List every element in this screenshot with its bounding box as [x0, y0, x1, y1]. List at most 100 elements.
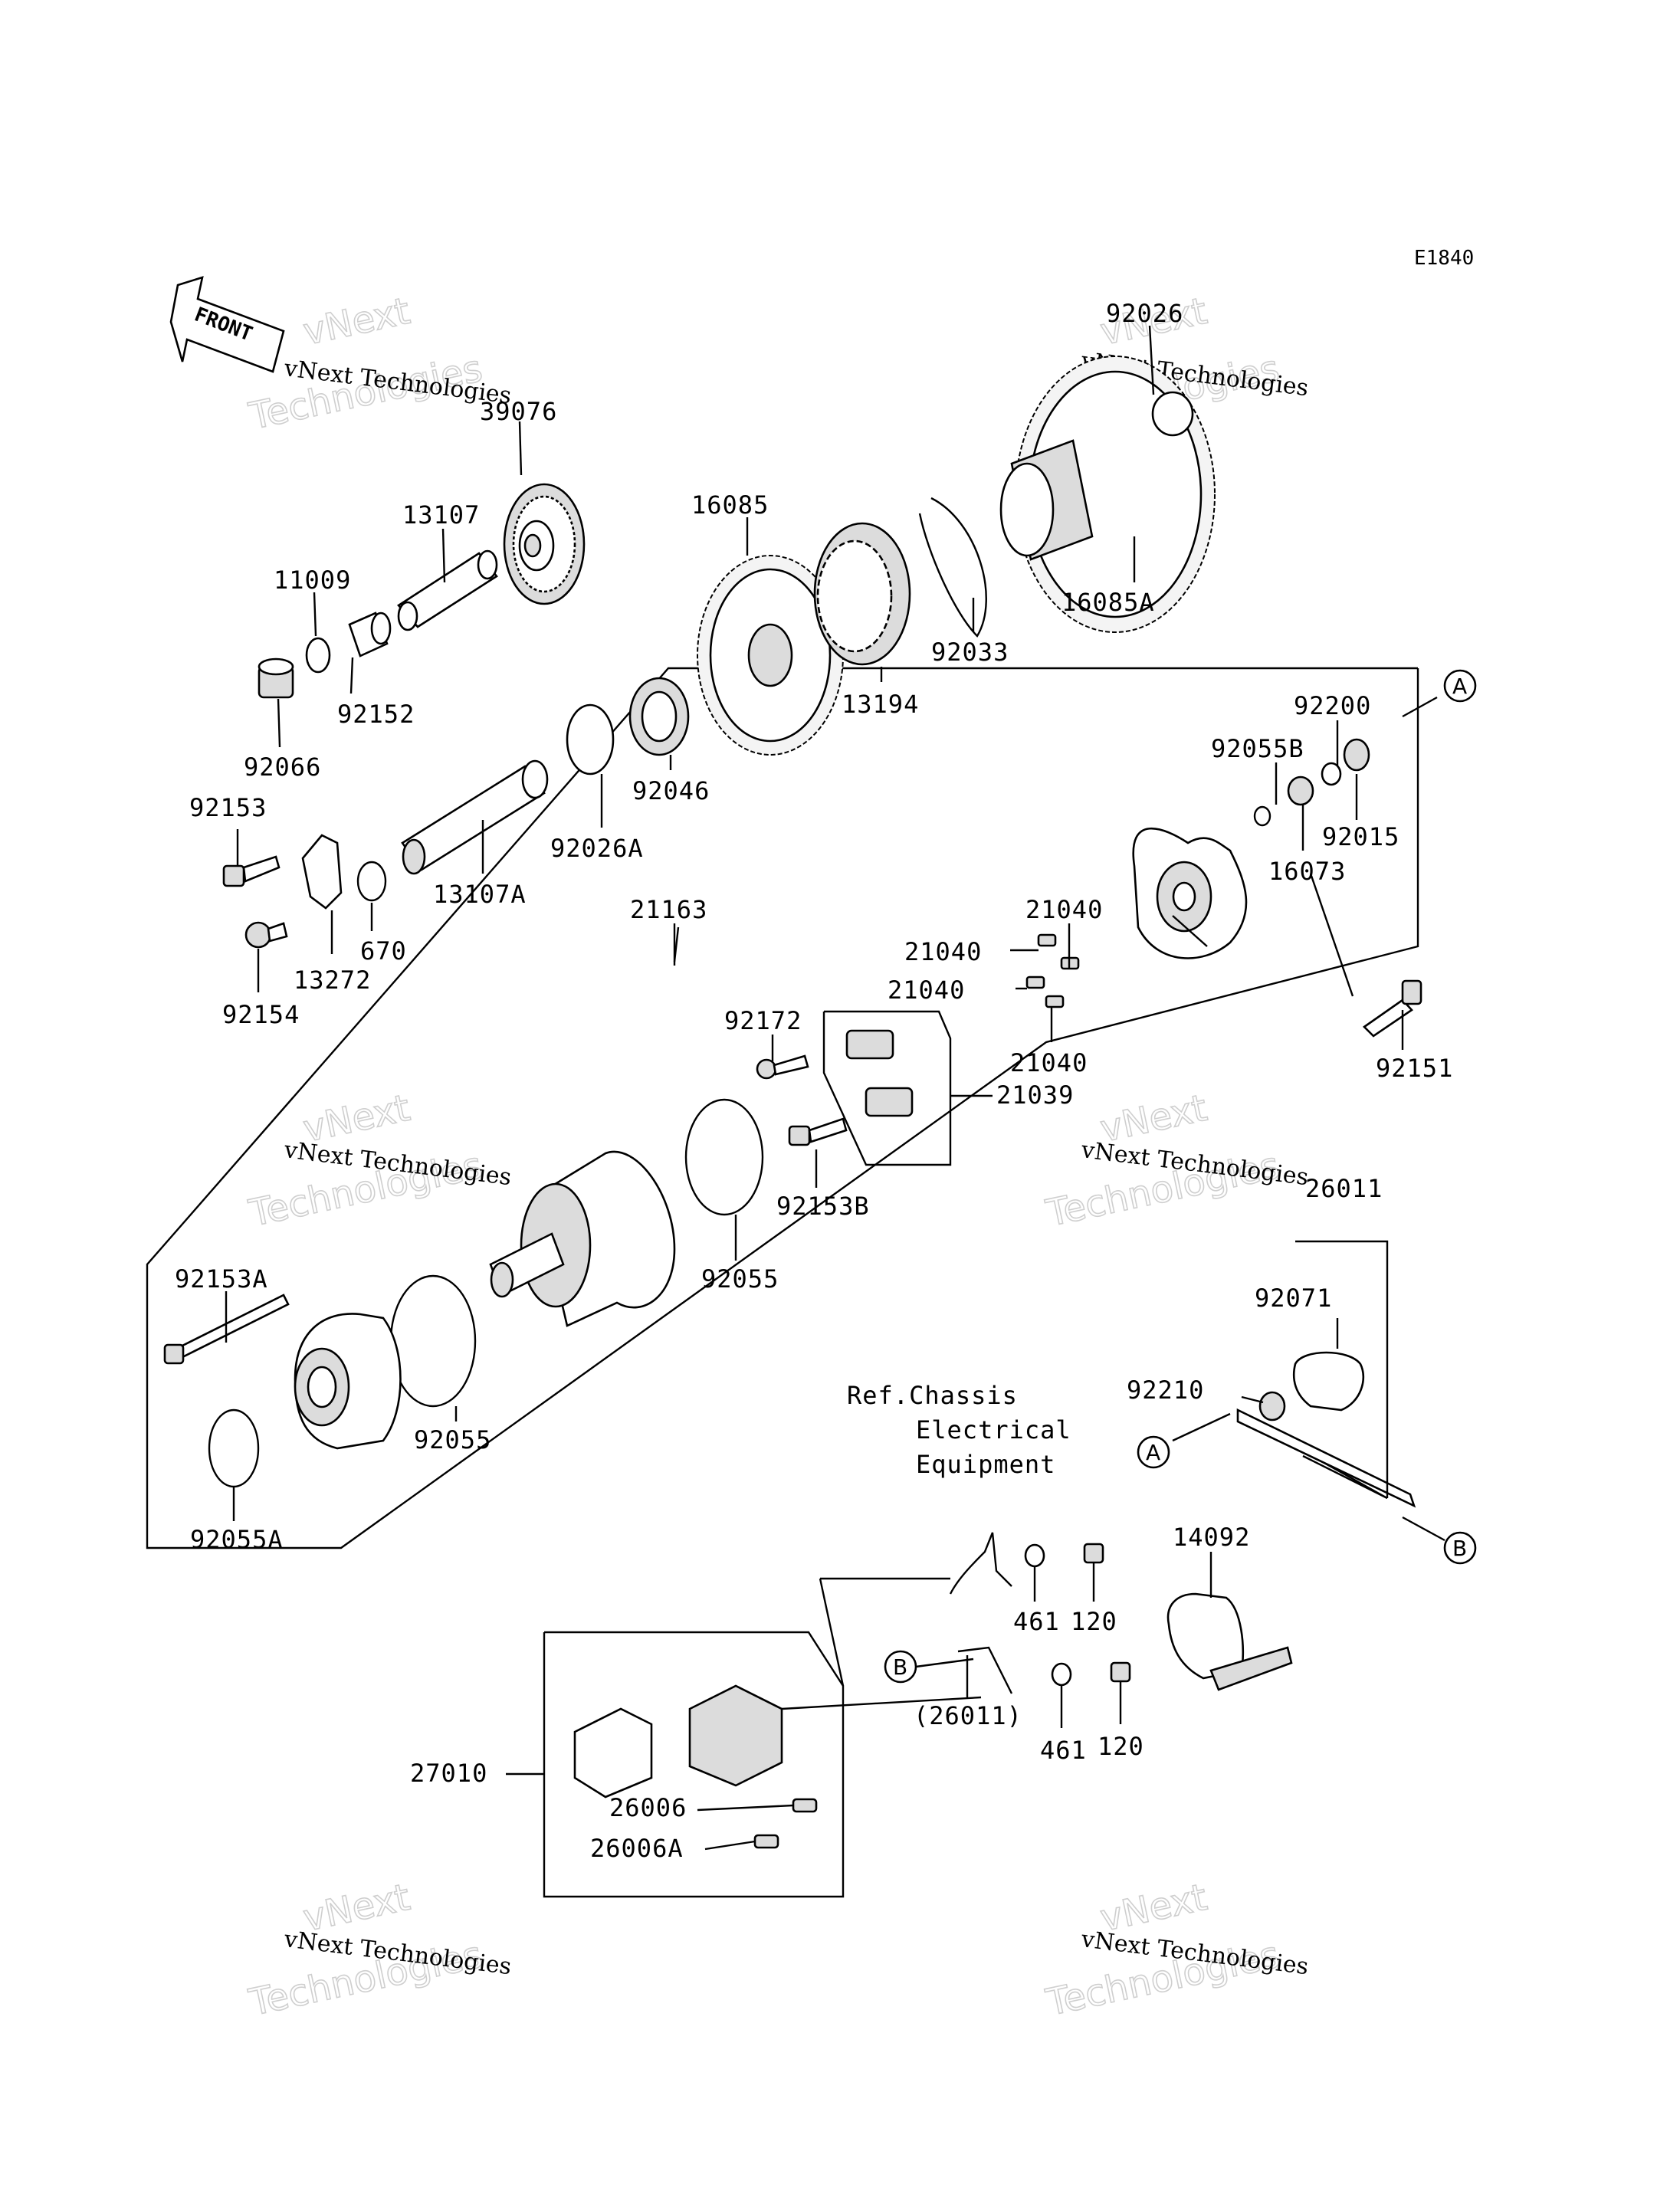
part-lead-lower — [957, 1646, 1013, 1694]
part-16085-gear — [697, 555, 844, 756]
part-92210-nut — [1258, 1391, 1286, 1421]
part-92026A-washer — [566, 703, 615, 776]
part-starter-end-cover — [1132, 827, 1248, 959]
label-120-lower: 120 — [1098, 1732, 1144, 1761]
diagram-code: E1840 — [1414, 247, 1474, 270]
part-670-oring — [356, 861, 387, 902]
part-16073-nut — [1287, 776, 1314, 806]
label-92046: 92046 — [632, 776, 710, 805]
label-92200: 92200 — [1294, 691, 1371, 720]
part-27010-outline — [543, 1631, 845, 1898]
part-92015-nut — [1343, 738, 1370, 772]
label-92055-lower: 92055 — [414, 1425, 491, 1454]
part-27010-relay — [573, 1684, 982, 1799]
part-21039-brush — [845, 1029, 914, 1117]
part-461-washer-lower — [1051, 1662, 1072, 1687]
part-92153B-bolt — [788, 1117, 848, 1146]
connector-a-lower: A — [1137, 1435, 1170, 1469]
part-26006A-fuse — [753, 1834, 779, 1849]
label-92071: 92071 — [1255, 1284, 1332, 1313]
part-armature — [489, 1150, 676, 1327]
label-13272: 13272 — [294, 966, 371, 995]
part-461-washer-upper — [1024, 1543, 1045, 1568]
label-21039: 21039 — [996, 1080, 1074, 1110]
part-92055A-oring — [208, 1408, 260, 1488]
label-92172: 92172 — [724, 1006, 802, 1035]
label-92055A: 92055A — [190, 1525, 284, 1554]
label-92151: 92151 — [1376, 1054, 1453, 1083]
part-92055-oring-upper — [684, 1098, 764, 1216]
watermark-top-left: vNext Technologies vNext Technologies — [244, 289, 513, 439]
part-26006-fuse — [792, 1798, 818, 1813]
reference-line1: Ref.Chassis — [847, 1381, 1018, 1410]
label-92153: 92153 — [189, 793, 267, 822]
part-92153A-bolt — [163, 1294, 290, 1365]
label-16085A: 16085A — [1061, 588, 1155, 617]
label-27010: 27010 — [410, 1759, 487, 1788]
part-14092-cover — [1166, 1592, 1293, 1691]
label-39076: 39076 — [480, 397, 557, 426]
svg-text:A: A — [1452, 674, 1467, 699]
part-13272-plate — [301, 834, 343, 910]
part-92026-washer — [1151, 391, 1194, 437]
label-21040-d: 21040 — [1010, 1048, 1088, 1077]
part-13107-shaft — [397, 549, 498, 631]
part-92153-bolt — [222, 855, 281, 887]
part-11009-washer — [305, 637, 331, 674]
part-starter-front-cover — [294, 1313, 402, 1450]
part-92154-bolt — [244, 921, 288, 949]
label-13107A: 13107A — [433, 880, 527, 909]
label-92026: 92026 — [1106, 299, 1183, 328]
part-39076-gear — [503, 483, 586, 605]
label-92015: 92015 — [1322, 822, 1399, 851]
part-lead-upper — [949, 1532, 1012, 1595]
label-26011: 26011 — [1305, 1174, 1383, 1203]
label-461-upper: 461 — [1013, 1607, 1060, 1636]
part-92066-plug — [258, 657, 294, 699]
label-21040-a: 21040 — [1025, 895, 1103, 924]
label-92026A: 92026A — [550, 834, 644, 863]
part-120-bolt-upper — [1083, 1543, 1104, 1564]
reference-line2: Electrical — [916, 1415, 1071, 1444]
connector-b-right: B — [1443, 1531, 1477, 1565]
part-92055B-oring — [1253, 805, 1271, 827]
part-92172-screw — [756, 1054, 809, 1080]
label-26006A: 26006A — [590, 1834, 684, 1863]
svg-text:B: B — [893, 1654, 907, 1680]
connector-a-upper: A — [1443, 669, 1477, 703]
part-120-bolt-lower — [1110, 1661, 1131, 1683]
part-13194-clutch — [813, 522, 911, 666]
watermark-mid-right: vNext Technologies vNext Technologies — [1042, 1086, 1310, 1236]
label-26006: 26006 — [609, 1793, 687, 1822]
label-92033: 92033 — [931, 638, 1009, 667]
leader-lines — [225, 325, 1445, 1851]
label-13107: 13107 — [402, 500, 480, 530]
label-92153B: 92153B — [776, 1192, 870, 1221]
label-14092: 14092 — [1173, 1523, 1250, 1552]
label-670: 670 — [360, 936, 407, 966]
part-92151-bolt — [1362, 979, 1422, 1038]
label-21163: 21163 — [630, 895, 707, 924]
part-26011-cable — [1236, 1408, 1416, 1508]
part-92046-bearing — [628, 677, 690, 756]
watermark-bottom-left: vNext Technologies vNext Technologies — [244, 1875, 513, 2025]
label-92154: 92154 — [222, 1000, 300, 1029]
watermark-bottom-right: vNext Technologies vNext Technologies — [1042, 1875, 1310, 2025]
part-21039-outline — [822, 1010, 952, 1166]
part-92200-washer — [1321, 762, 1342, 786]
part-92055-oring-lower — [389, 1274, 477, 1408]
watermark-mid-left: vNext Technologies vNext Technologies — [244, 1086, 513, 1236]
front-arrow-icon: FRONT — [169, 276, 285, 373]
svg-text:A: A — [1146, 1440, 1160, 1465]
label-120-upper: 120 — [1071, 1607, 1117, 1636]
connector-b-lower: B — [884, 1650, 917, 1684]
label-461-lower: 461 — [1040, 1736, 1087, 1765]
part-92033-circlip — [918, 497, 987, 638]
label-92210: 92210 — [1127, 1376, 1204, 1405]
label-26011-paren: (26011) — [914, 1701, 1022, 1730]
label-16073: 16073 — [1268, 857, 1346, 886]
svg-text:B: B — [1452, 1536, 1467, 1561]
label-92153A: 92153A — [175, 1264, 268, 1294]
part-92071-boot — [1292, 1351, 1365, 1412]
